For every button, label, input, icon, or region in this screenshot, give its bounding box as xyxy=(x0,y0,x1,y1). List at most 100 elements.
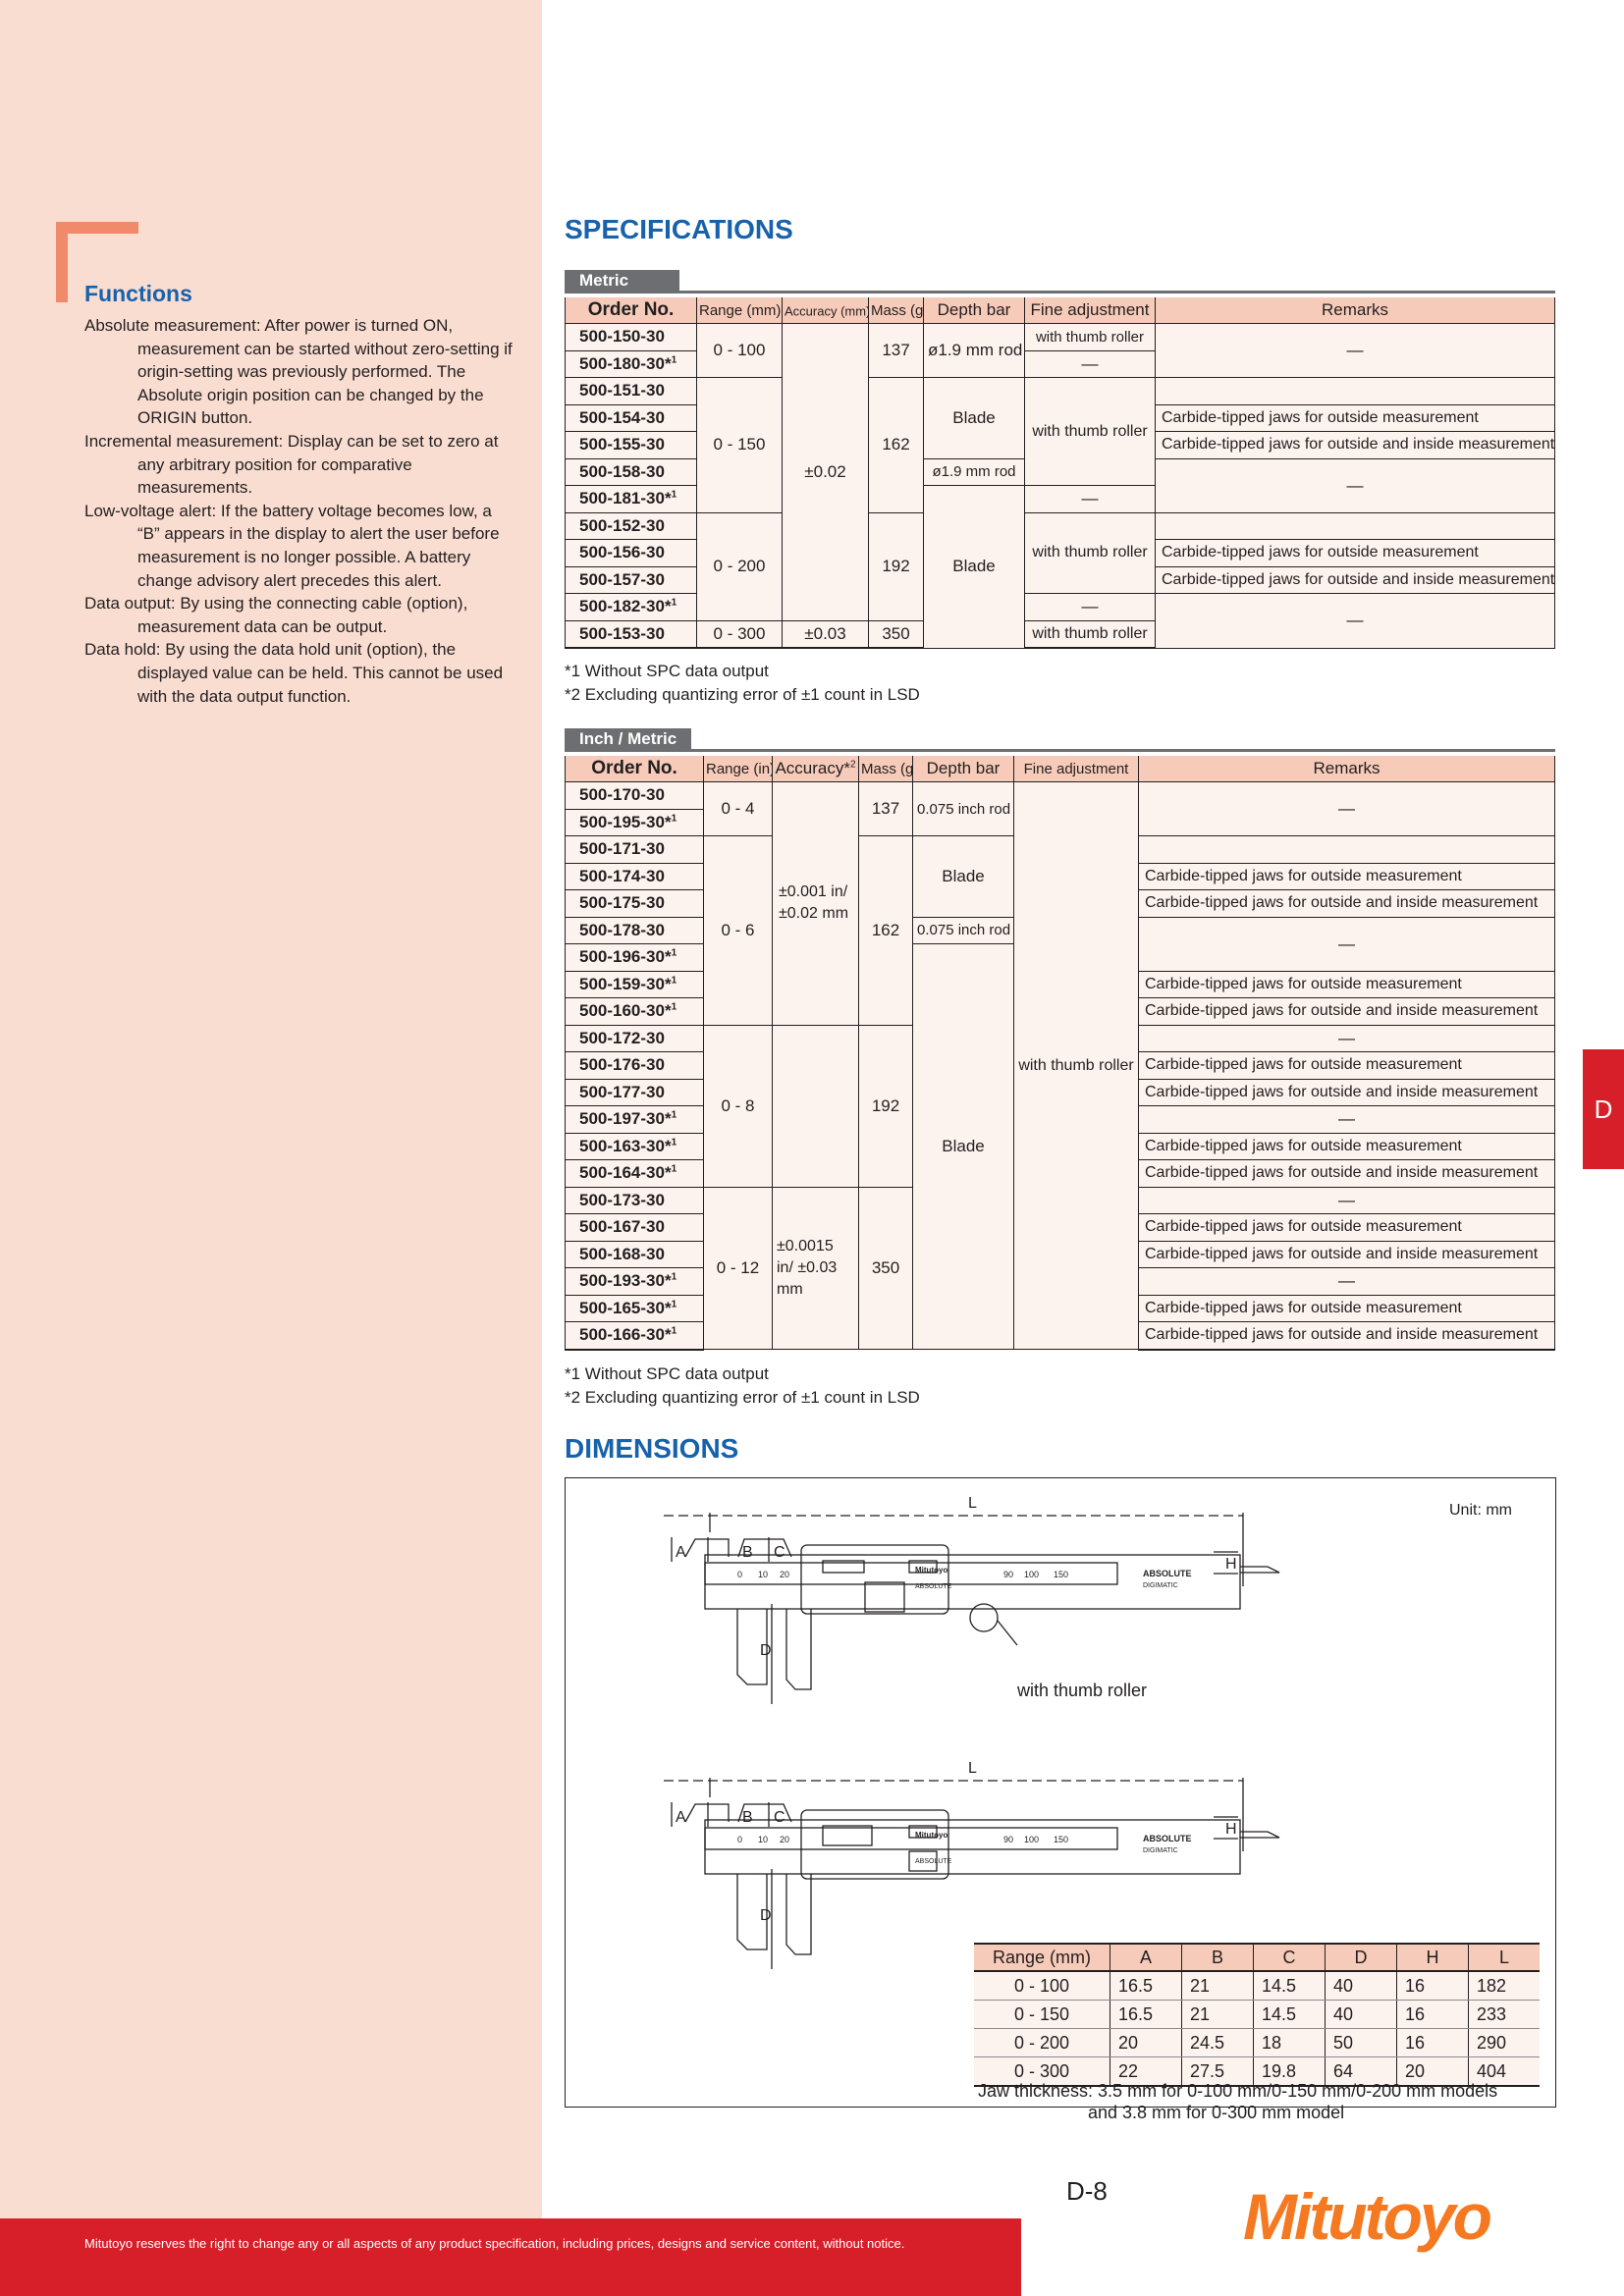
col-header-h: H xyxy=(1396,1943,1469,1972)
mass-cell: 162 xyxy=(858,835,913,1026)
brand-mark: DIGIMATIC xyxy=(1143,1582,1178,1589)
col-header-fine: Fine adjustment xyxy=(1024,297,1156,324)
remarks-cell: — xyxy=(1138,1187,1555,1214)
order-no: 500-172-30 xyxy=(565,1025,704,1052)
tab-rule xyxy=(565,749,1555,752)
remarks-cell: Carbide-tipped jaws for outside and insi… xyxy=(1138,997,1555,1026)
dimensions-table: Range (mm) A B C D H L 0 - 100 16.5 21 1… xyxy=(974,1943,1540,2087)
dim-cell: 21 xyxy=(1181,1971,1254,2001)
page-number: D-8 xyxy=(1066,2176,1108,2206)
remarks-cell: Carbide-tipped jaws for outside measurem… xyxy=(1138,1133,1555,1160)
remarks-cell: Carbide-tipped jaws for outside measurem… xyxy=(1138,863,1555,890)
col-header-l: L xyxy=(1468,1943,1540,1972)
remarks-cell: Carbide-tipped jaws for outside and insi… xyxy=(1155,566,1555,594)
range-cell: 0 - 4 xyxy=(703,781,773,836)
footnote-2: *2 Excluding quantizing error of ±1 coun… xyxy=(565,685,920,704)
remarks-cell: Carbide-tipped jaws for outside and insi… xyxy=(1138,1241,1555,1268)
caliper-drawing-1-labels: L A B C D H xyxy=(676,1495,1237,1659)
dim-label-A: A xyxy=(676,1544,686,1561)
order-no: 500-178-30 xyxy=(565,917,704,944)
remarks-cell: Carbide-tipped jaws for outside and insi… xyxy=(1138,1159,1555,1188)
caliper-drawing-1-marks: 0 10 20 90 100 150 Mitutoyo ABSOLUTE ABS… xyxy=(737,1566,1192,1590)
remarks-cell: Carbide-tipped jaws for outside measurem… xyxy=(1155,539,1555,567)
footnote-1: *1 Without SPC data output xyxy=(565,1364,769,1383)
function-item: Low-voltage alert: If the battery voltag… xyxy=(84,501,500,590)
functions-title: Functions xyxy=(84,281,192,306)
inch-metric-tab: Inch / Metric xyxy=(565,728,709,750)
col-header-depth: Depth bar xyxy=(912,756,1014,782)
dim-cell: 16.5 xyxy=(1110,2000,1182,2029)
remarks-cell: Carbide-tipped jaws for outside and insi… xyxy=(1138,1321,1555,1351)
order-no: 500-173-30 xyxy=(565,1187,704,1214)
order-no: 500-160-30*1 xyxy=(565,997,704,1026)
dim-label-C: C xyxy=(774,1544,785,1561)
col-header-mass: Mass (g) xyxy=(858,756,913,782)
order-no: 500-154-30 xyxy=(565,404,697,432)
depth-cell: ø1.9 mm rod xyxy=(923,323,1025,378)
order-no: 500-165-30*1 xyxy=(565,1295,704,1322)
mass-cell: 192 xyxy=(868,512,924,621)
order-no: 500-156-30 xyxy=(565,539,697,567)
brand-mark: ABSOLUTE xyxy=(915,1858,952,1865)
sidebar xyxy=(0,0,542,2296)
section-bracket xyxy=(56,222,68,302)
order-no: 500-167-30 xyxy=(565,1213,704,1242)
mass-cell: 137 xyxy=(858,781,913,836)
order-no: 500-196-30*1 xyxy=(565,943,704,972)
order-no: 500-168-30 xyxy=(565,1241,704,1268)
order-no: 500-193-30*1 xyxy=(565,1267,704,1296)
scale-mark: 10 xyxy=(758,1835,768,1844)
fine-cell: — xyxy=(1024,485,1156,513)
function-item: Absolute measurement: After power is tur… xyxy=(84,316,513,428)
caliper-drawing-1 xyxy=(664,1513,1280,1704)
order-no: 500-159-30*1 xyxy=(565,971,704,998)
remarks-cell: — xyxy=(1138,781,1555,836)
accuracy-cell: ±0.001 in/ ±0.02 mm xyxy=(772,781,859,1026)
remarks-cell: — xyxy=(1155,323,1555,378)
tab-rule xyxy=(565,291,1555,294)
remarks-cell xyxy=(1155,512,1555,540)
fine-cell: — xyxy=(1024,350,1156,378)
dim-cell: 404 xyxy=(1468,2056,1540,2087)
col-header-depth: Depth bar xyxy=(923,297,1025,324)
footnote-1: *1 Without SPC data output xyxy=(565,662,769,680)
depth-cell: Blade xyxy=(912,943,1014,1350)
col-header-c: C xyxy=(1253,1943,1326,1972)
scale-mark: 0 xyxy=(737,1835,742,1844)
remarks-cell: — xyxy=(1138,917,1555,972)
range-cell: 0 - 6 xyxy=(703,835,773,1026)
order-no: 500-163-30*1 xyxy=(565,1133,704,1160)
col-header-order: Order No. xyxy=(565,756,704,782)
dim-cell: 16 xyxy=(1396,2028,1469,2057)
dim-label-L: L xyxy=(968,1760,977,1777)
function-item: Data hold: By using the data hold unit (… xyxy=(84,640,504,706)
dim-cell: 0 - 100 xyxy=(974,1971,1110,2001)
col-header-range: Range (in) xyxy=(703,756,773,782)
remarks-cell: — xyxy=(1138,1267,1555,1296)
depth-cell: 0.075 inch rod xyxy=(912,781,1014,836)
range-cell: 0 - 150 xyxy=(696,377,783,513)
dim-cell: 27.5 xyxy=(1181,2056,1254,2087)
order-no: 500-152-30 xyxy=(565,512,697,540)
remarks-cell: — xyxy=(1138,1105,1555,1134)
depth-cell: Blade xyxy=(923,485,1025,649)
dim-label-D: D xyxy=(760,1642,772,1659)
metric-tab: Metric xyxy=(565,270,697,292)
mass-cell: 162 xyxy=(868,377,924,513)
brand-mark: ABSOLUTE xyxy=(1143,1834,1192,1843)
depth-cell: Blade xyxy=(912,835,1014,918)
col-header-range: Range (mm) xyxy=(696,297,783,324)
order-no: 500-182-30*1 xyxy=(565,593,697,621)
brand-mark: DIGIMATIC xyxy=(1143,1847,1178,1854)
jaw-note-line: and 3.8 mm for 0-300 mm model xyxy=(1088,2103,1345,2122)
dim-cell: 14.5 xyxy=(1253,1971,1326,2001)
fine-cell: with thumb roller xyxy=(1024,323,1156,351)
dim-label-L: L xyxy=(968,1495,977,1512)
scale-mark: 100 xyxy=(1024,1570,1039,1579)
remarks-cell: — xyxy=(1155,458,1555,513)
remarks-cell: Carbide-tipped jaws for outside and insi… xyxy=(1155,431,1555,459)
order-no: 500-153-30 xyxy=(565,620,697,649)
footnote-2: *2 Excluding quantizing error of ±1 coun… xyxy=(565,1388,920,1407)
col-header-d: D xyxy=(1325,1943,1397,1972)
dim-label-C: C xyxy=(774,1809,785,1826)
